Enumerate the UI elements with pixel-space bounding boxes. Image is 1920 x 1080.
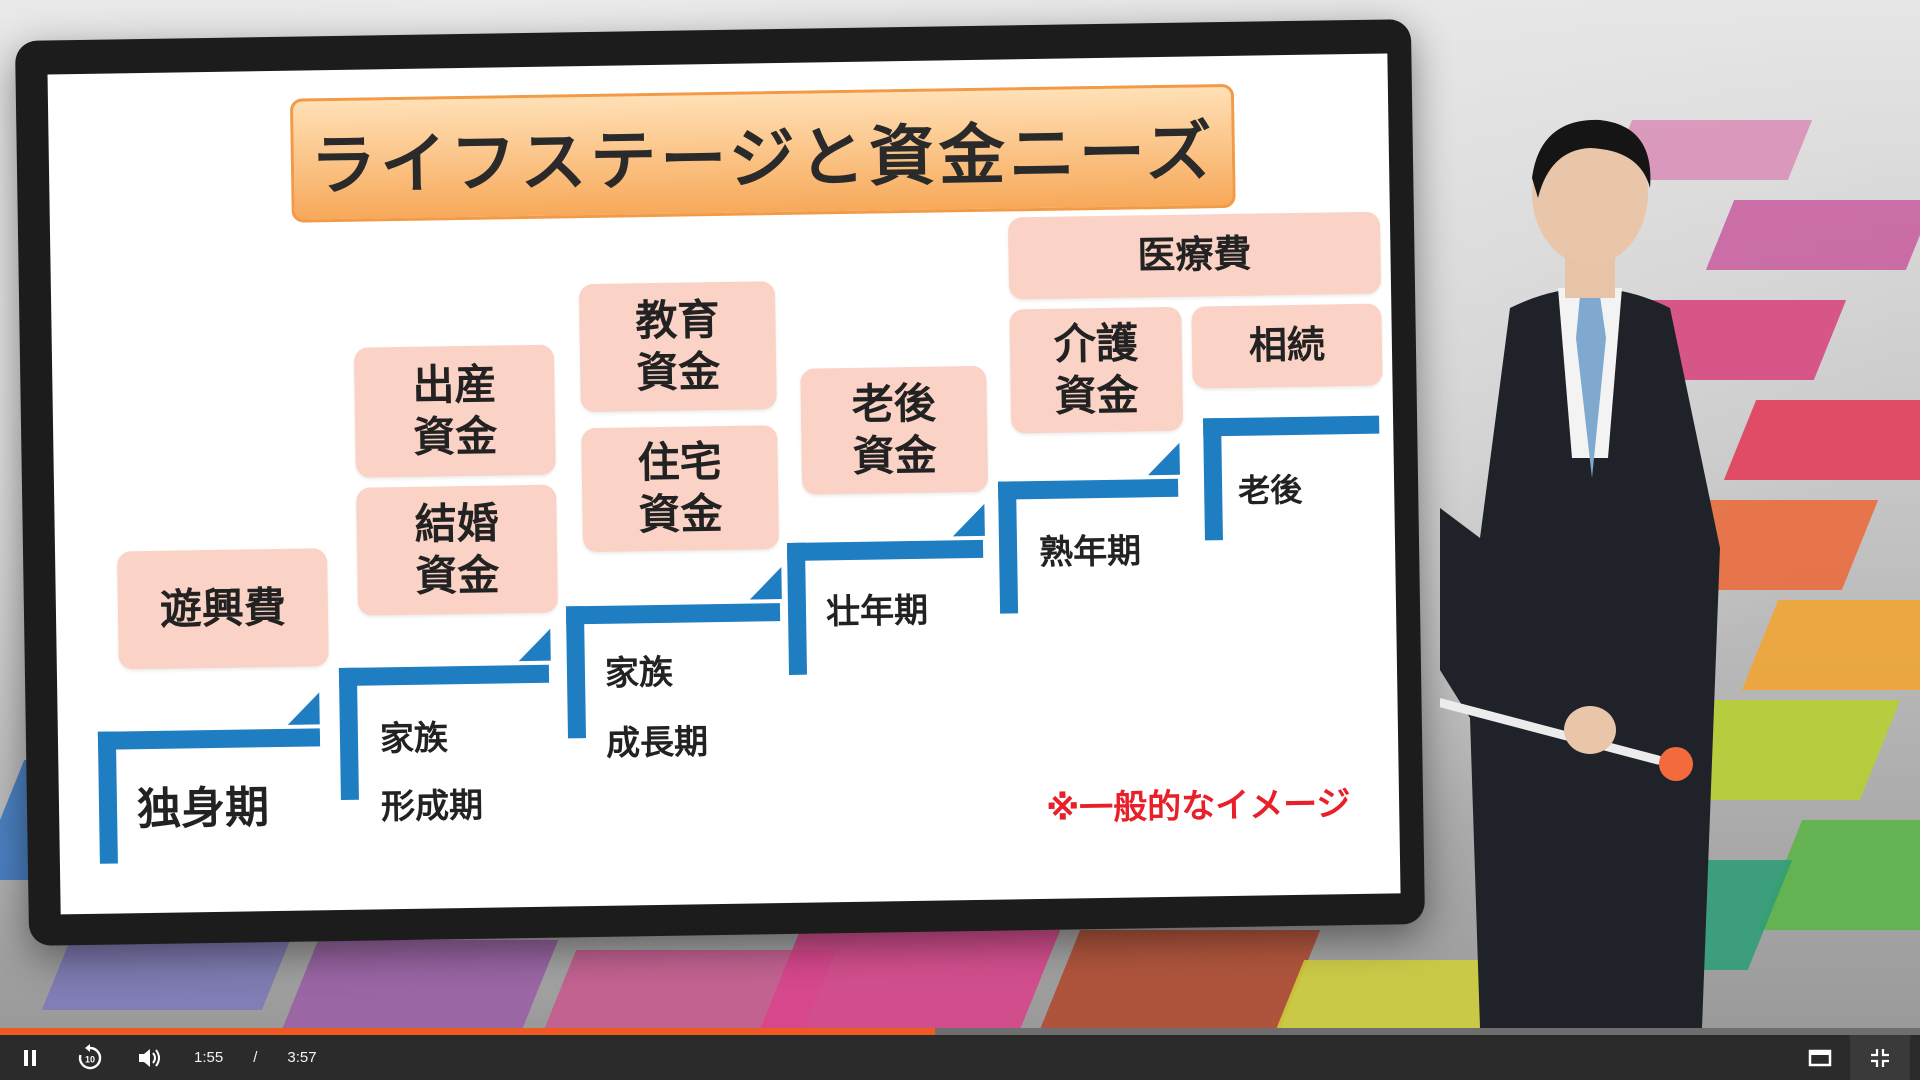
slide: ライフステージと資金ニーズ 遊興費 結婚 資金 出産 資金 住宅 資金 教育 資… <box>47 53 1401 915</box>
stair-step-6 <box>48 53 1388 541</box>
stair-step-3 <box>48 53 1388 739</box>
stair-step-4 <box>48 53 1388 675</box>
need-medical-expenses: 医療費 <box>1007 211 1382 300</box>
play-pause-button[interactable] <box>0 1035 60 1080</box>
need-marriage-fund: 結婚 資金 <box>356 484 559 616</box>
video-frame[interactable]: ライフステージと資金ニーズ 遊興費 結婚 資金 出産 資金 住宅 資金 教育 資… <box>0 0 1920 1028</box>
stage-retirement: 老後 <box>1237 470 1303 510</box>
exit-fullscreen-button[interactable] <box>1850 1035 1910 1080</box>
stage-single: 独身期 <box>136 782 270 836</box>
stage-family-growth-line2: 成長期 <box>605 722 709 764</box>
current-time: 1:55 <box>194 1049 224 1066</box>
presentation-monitor: ライフステージと資金ニーズ 遊興費 結婚 資金 出産 資金 住宅 資金 教育 資… <box>14 19 1426 946</box>
stage-family-formation-line1: 家族 <box>379 718 449 760</box>
volume-button[interactable] <box>120 1035 180 1080</box>
progress-bar[interactable] <box>0 1028 1920 1035</box>
slide-title-banner: ライフステージと資金ニーズ <box>289 83 1236 223</box>
need-education-fund: 教育 資金 <box>578 281 777 413</box>
slide-note: ※一般的なイメージ <box>1045 784 1351 829</box>
exit-fullscreen-icon <box>1871 1048 1889 1067</box>
total-time: 3:57 <box>287 1049 317 1066</box>
time-separator: / <box>253 1049 258 1066</box>
stair-step-2 <box>48 53 1388 800</box>
need-leisure: 遊興費 <box>117 548 329 670</box>
stage-mature: 熟年期 <box>1038 531 1142 573</box>
presenter <box>1440 119 1720 1028</box>
theater-mode-icon <box>1808 1049 1832 1066</box>
stair-step-5 <box>48 53 1388 614</box>
need-housing-fund: 住宅 資金 <box>581 425 780 553</box>
need-childbirth-fund: 出産 資金 <box>353 344 556 478</box>
theater-mode-button[interactable] <box>1790 1035 1850 1080</box>
progress-bar-fill <box>0 1028 936 1035</box>
rewind-10-button[interactable]: 10 <box>60 1035 120 1080</box>
need-nursing-care-fund: 介護 資金 <box>1009 306 1184 434</box>
need-retirement-fund: 老後 資金 <box>800 365 989 495</box>
volume-icon <box>139 1048 160 1067</box>
pause-icon <box>24 1049 36 1066</box>
player-controls: 10 1:55 / 3:57 <box>0 1035 1920 1080</box>
stair-step-1 <box>48 53 1388 864</box>
need-inheritance: 相続 <box>1191 303 1383 389</box>
stage-prime: 壮年期 <box>825 590 929 633</box>
slide-title: ライフステージと資金ニーズ <box>309 113 1217 205</box>
rewind-10-icon: 10 <box>78 1043 102 1069</box>
stage-family-growth-line1: 家族 <box>604 652 674 694</box>
stage-family-formation-line2: 形成期 <box>380 785 484 828</box>
svg-text:10: 10 <box>85 1054 95 1064</box>
